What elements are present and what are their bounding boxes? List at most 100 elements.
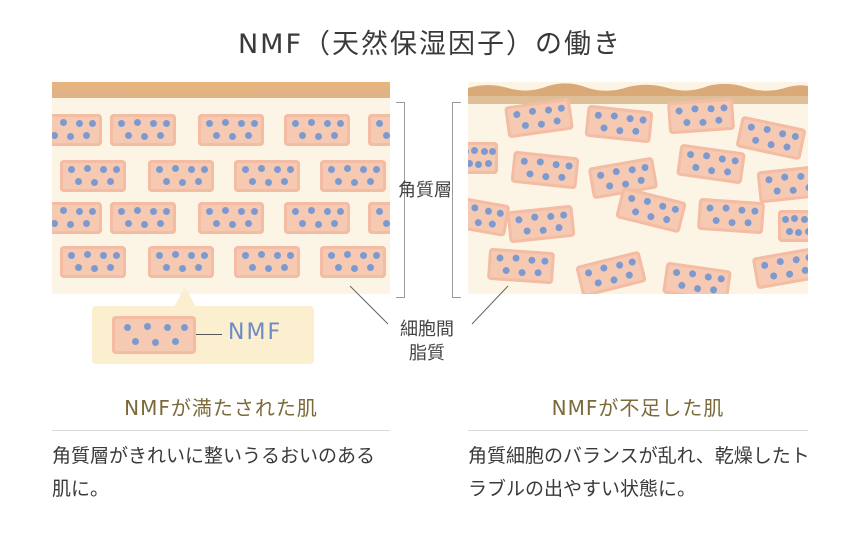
nmf-dot	[480, 148, 488, 156]
nmf-dot	[804, 184, 808, 192]
nmf-dot	[258, 165, 266, 173]
nmf-dot	[546, 212, 555, 221]
nmf-dot	[344, 165, 352, 173]
skin-cell	[584, 104, 654, 144]
nmf-dot	[201, 252, 209, 260]
nmf-dot	[552, 160, 561, 169]
nmf-dot	[90, 264, 98, 272]
nmf-dot	[605, 182, 614, 191]
nmf-dot	[360, 166, 368, 174]
nmf-dot	[502, 266, 510, 275]
right-divider	[468, 430, 808, 431]
nmf-dot	[673, 268, 681, 277]
nmf-dot	[628, 165, 637, 174]
nmf-dot	[704, 273, 713, 282]
nmf-dot	[523, 227, 531, 236]
nmf-dot	[599, 264, 609, 273]
rough-skin-surface	[468, 83, 808, 104]
nmf-dot	[66, 220, 74, 228]
nmf-dot	[222, 119, 230, 127]
nmf-dot	[714, 116, 723, 125]
nmf-dot	[324, 208, 332, 216]
nmf-dot	[251, 120, 259, 128]
nmf-dot	[292, 120, 300, 128]
nmf-dot	[163, 208, 171, 216]
nmf-dot	[468, 160, 473, 168]
healthy-skin-panel	[52, 82, 390, 294]
skin-cell	[52, 202, 102, 234]
lipid-pointer-lines	[349, 285, 509, 325]
nmf-dot	[791, 215, 799, 223]
nmf-dot	[541, 172, 550, 181]
skin-cell	[666, 97, 736, 135]
nmf-dot	[337, 120, 345, 128]
nmf-dot	[627, 194, 637, 203]
skin-cell	[52, 114, 102, 146]
nmf-dot	[118, 208, 126, 216]
nmf-dot	[675, 107, 684, 115]
nmf-dot	[376, 208, 384, 216]
nmf-dot	[212, 132, 220, 140]
nmf-dot	[785, 270, 794, 279]
nmf-dot	[194, 264, 202, 272]
skin-cell	[110, 114, 176, 146]
skin-cell	[735, 115, 807, 161]
nmf-dot	[557, 104, 566, 113]
nmf-dot	[330, 132, 338, 140]
nmf-dot	[531, 213, 539, 222]
nmf-dot	[106, 264, 114, 272]
skin-cell	[756, 164, 808, 204]
nmf-dot	[781, 173, 789, 182]
nmf-dot	[688, 270, 697, 279]
nmf-dot	[565, 162, 574, 170]
nmf-dot	[624, 271, 634, 280]
skin-cell	[778, 210, 808, 242]
skin-cell	[510, 150, 580, 190]
nmf-dot	[52, 220, 58, 228]
nmf-dot	[594, 278, 603, 288]
nmf-dot	[691, 163, 700, 172]
skin-cell	[234, 160, 300, 192]
nmf-dot	[470, 204, 479, 213]
page-title: NMF（天然保湿因子）の働き	[237, 29, 623, 60]
nmf-dot	[314, 132, 322, 140]
nmf-dot	[475, 160, 483, 168]
skin-cell	[110, 202, 176, 234]
nmf-dot	[789, 186, 797, 195]
skin-cell	[148, 160, 214, 192]
nmf-dot	[541, 257, 549, 266]
nmf-dot	[113, 166, 121, 174]
nmf-dot	[172, 165, 180, 173]
nmf-dot	[763, 125, 772, 135]
nmf-dot	[552, 117, 561, 126]
healthy-skin-heading: NMFが満たされた肌	[124, 396, 318, 420]
nmf-dot	[76, 120, 84, 128]
nmf-dot	[515, 215, 524, 224]
nmf-dot	[615, 260, 624, 270]
intercellular-lipid-label: 細胞間脂質	[400, 319, 454, 364]
stratum-bracket-left	[396, 102, 405, 298]
nmf-dot	[228, 132, 236, 140]
nmf-dot	[244, 220, 252, 228]
nmf-dot	[140, 132, 148, 140]
healthy-skin-description: 角質層がきれいに整いうるおいのある肌に。	[52, 445, 376, 500]
nmf-dot	[639, 116, 648, 124]
nmf-dot	[134, 207, 142, 215]
nmf-dot	[751, 136, 760, 145]
skin-cell	[320, 160, 386, 192]
nmf-dot	[89, 120, 97, 128]
skin-cell	[368, 114, 390, 146]
nmf-dot	[308, 119, 316, 127]
nmf-dot	[521, 121, 530, 130]
nmf-dot	[474, 218, 483, 227]
nmf-dot	[334, 178, 342, 186]
nmf-dot	[468, 148, 469, 156]
skin-cell	[60, 246, 126, 278]
nmf-dot	[600, 124, 608, 133]
nmf-dot	[560, 211, 568, 219]
stratum-corneum-label: 角質層	[398, 180, 452, 201]
nmf-dot	[172, 338, 180, 346]
nmf-dot	[337, 208, 345, 216]
nmf-dot	[228, 220, 236, 228]
nmf-dot	[314, 220, 322, 228]
